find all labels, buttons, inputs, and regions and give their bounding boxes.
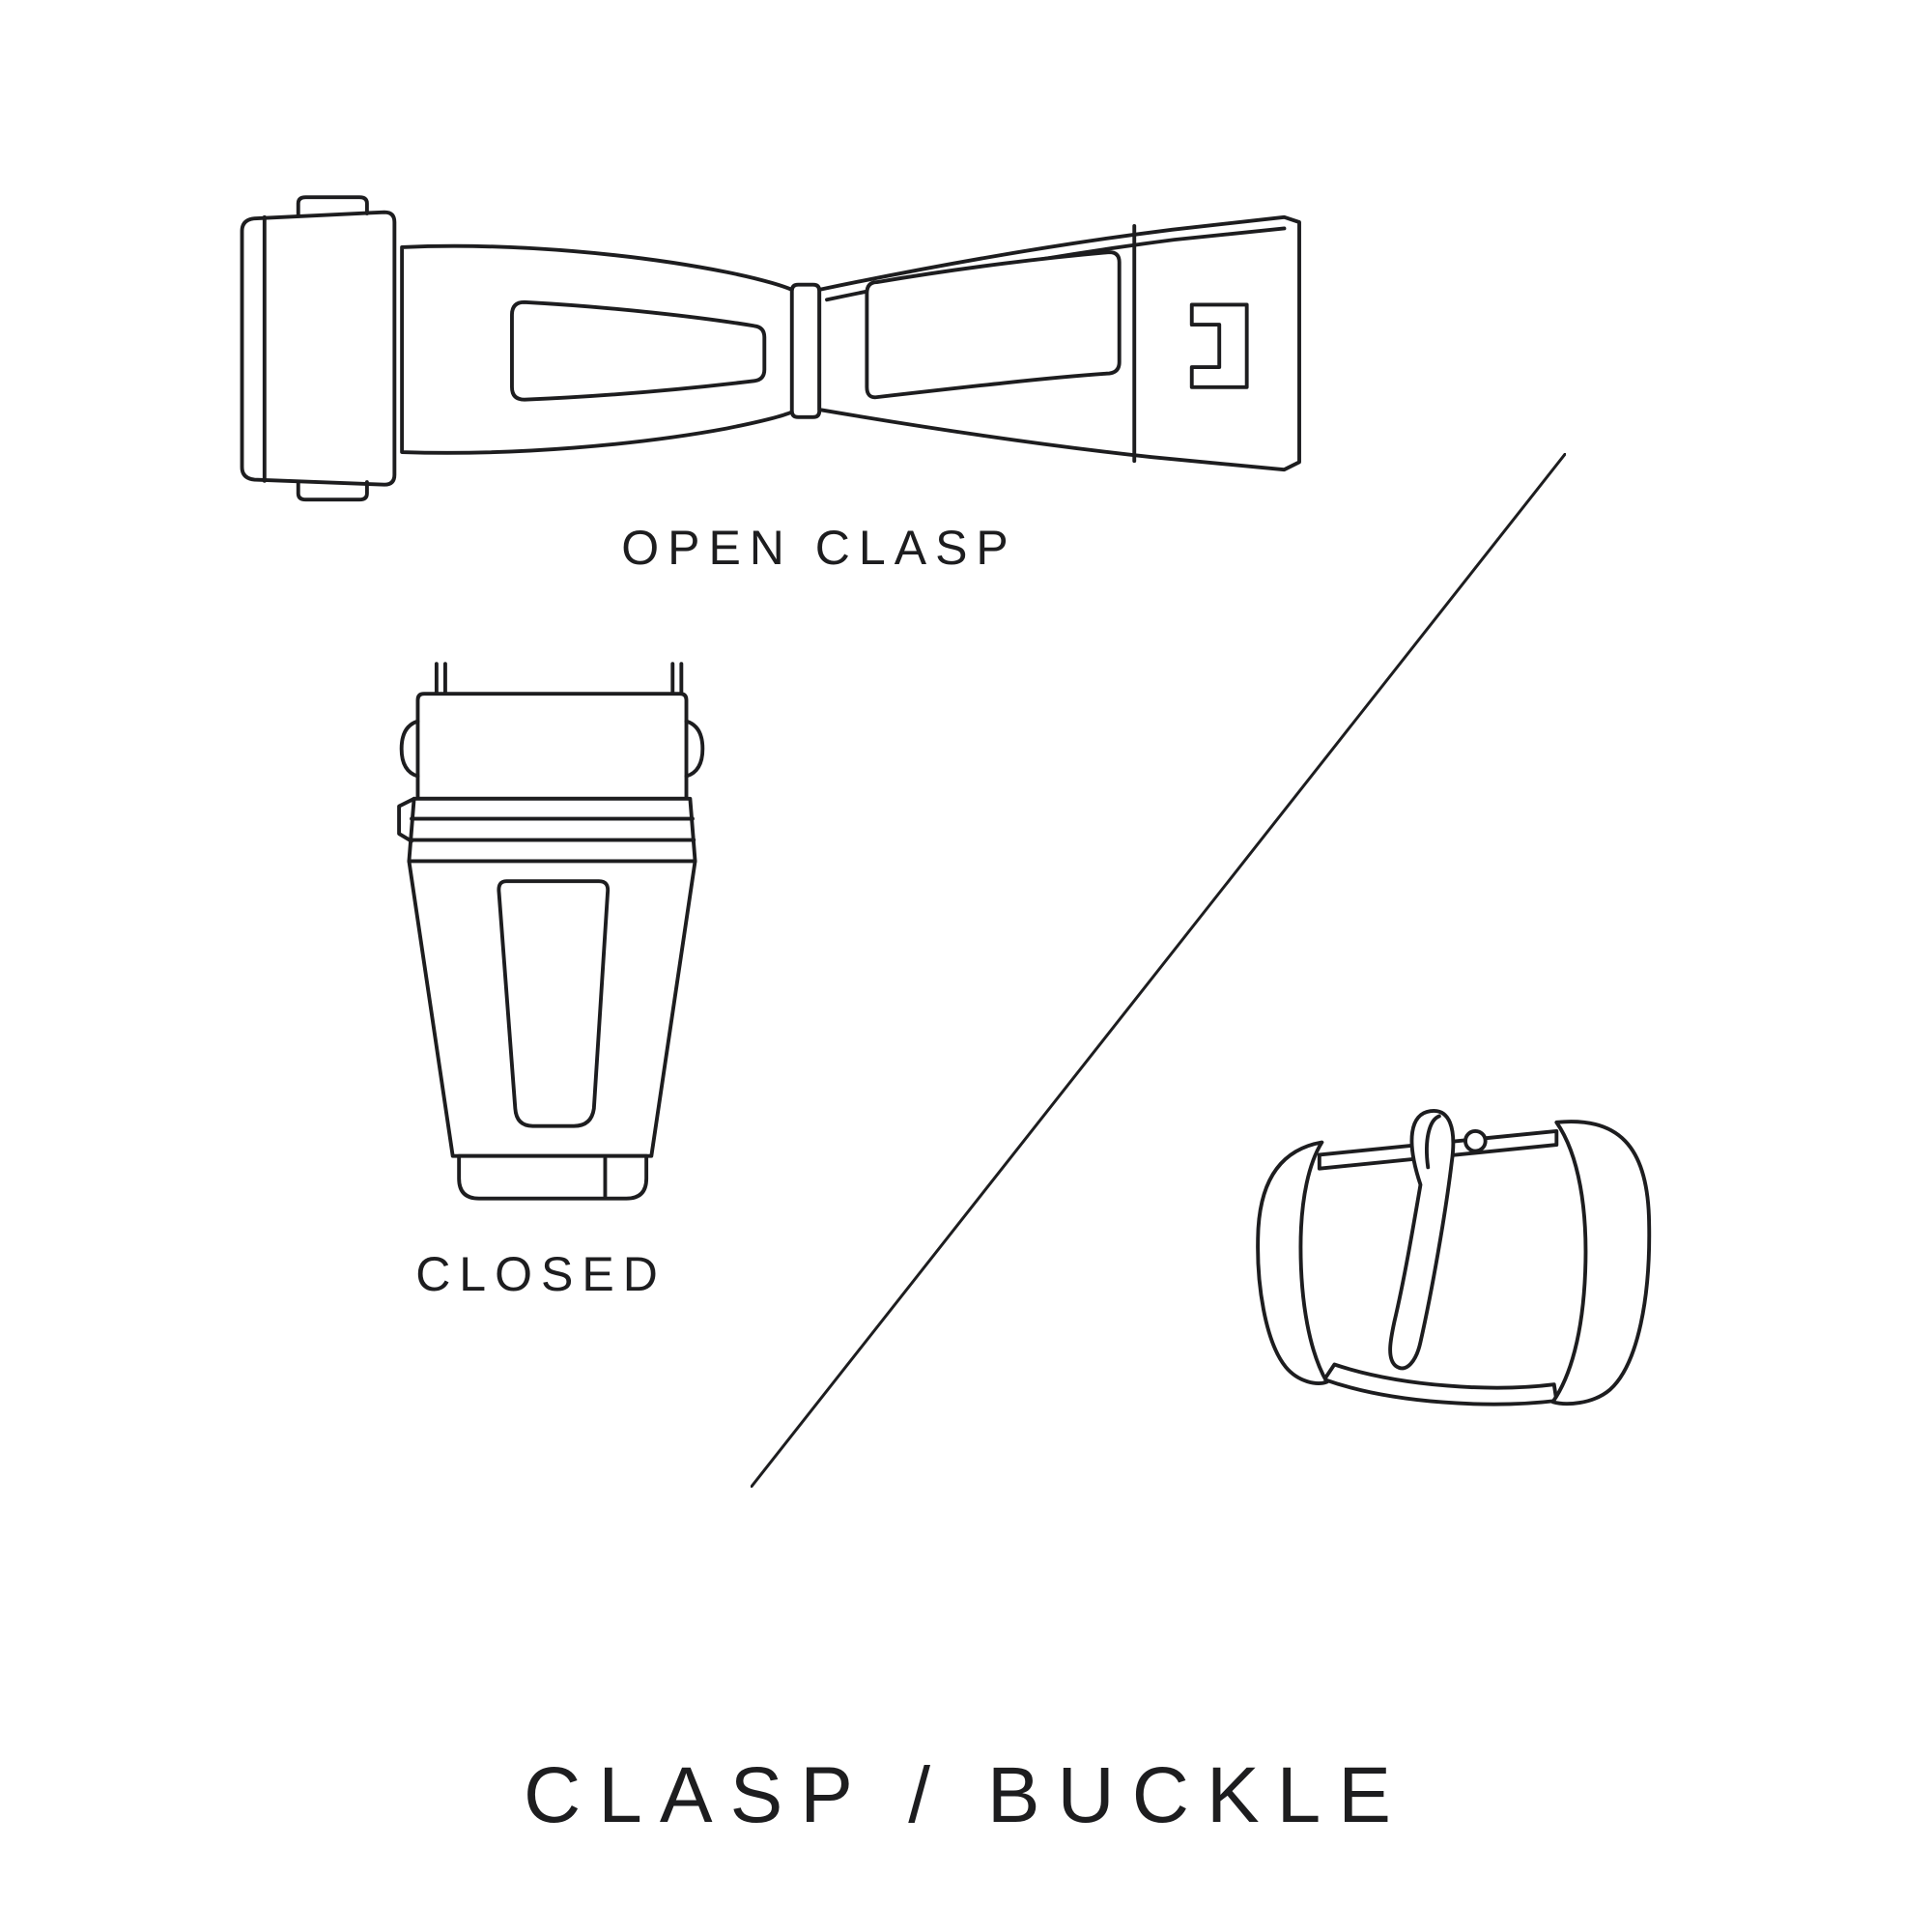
open-clasp-label: OPEN CLASP bbox=[621, 521, 1017, 575]
diagram-title: CLASP / BUCKLE bbox=[524, 1751, 1408, 1839]
tang-buckle-illustration bbox=[1256, 1109, 1652, 1406]
closed-clasp-label: CLOSED bbox=[415, 1247, 667, 1301]
diagonal-divider-line bbox=[751, 453, 1566, 1488]
open-clasp-illustration bbox=[240, 195, 1301, 502]
closed-clasp-illustration bbox=[397, 662, 705, 1201]
